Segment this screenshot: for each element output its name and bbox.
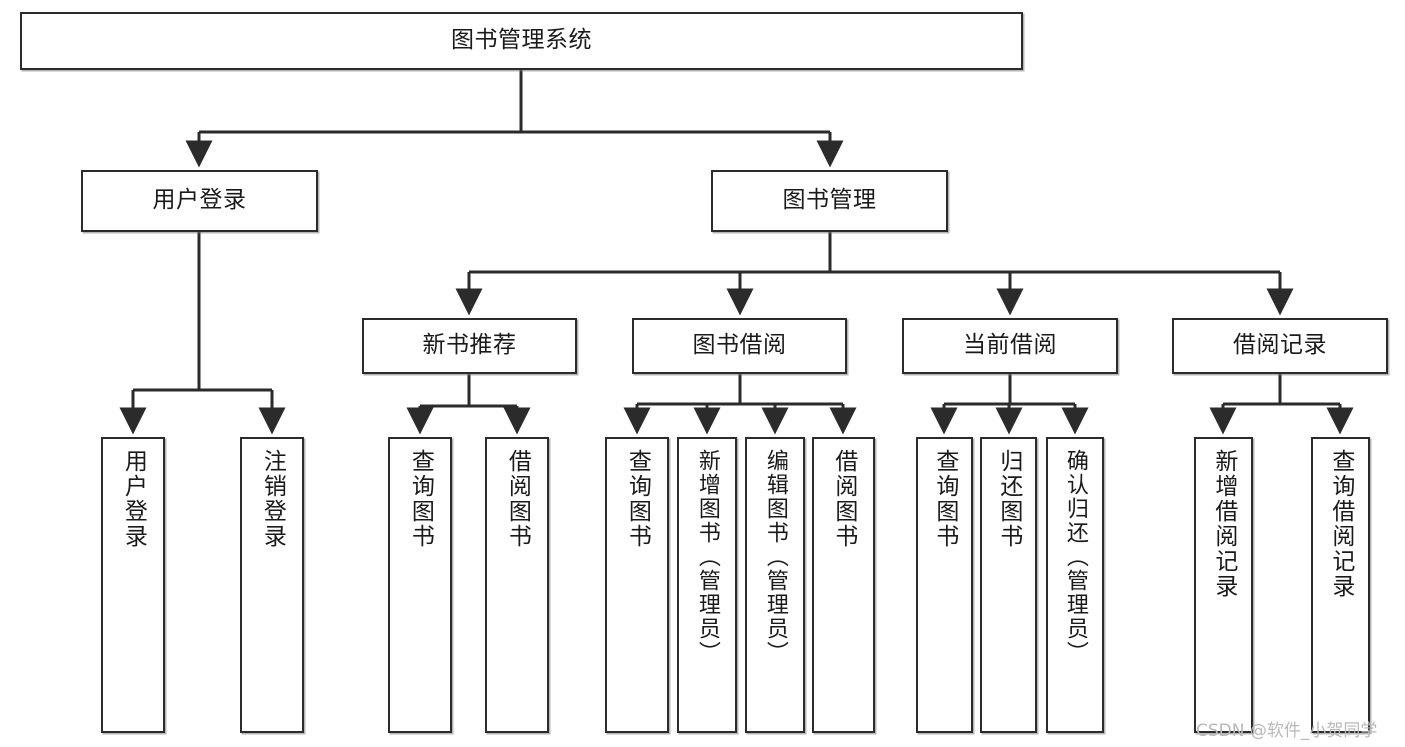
node-leaf-query-book-borrow-label: 查询图书 — [624, 449, 651, 549]
node-leaf-add-borrow-record[interactable]: 新增借阅记录 — [1194, 437, 1253, 733]
node-book-manage-label: 图书管理 — [782, 187, 877, 214]
node-leaf-edit-book-admin-label: 编辑图书（管理员） — [762, 449, 788, 665]
node-new-book-recommend-label: 新书推荐 — [422, 332, 517, 359]
node-leaf-borrow-book[interactable]: 借阅图书 — [812, 437, 875, 733]
node-leaf-add-book-admin-label: 新增图书（管理员） — [694, 449, 720, 665]
node-leaf-confirm-return-admin-label: 确认归还（管理员） — [1062, 449, 1088, 665]
node-leaf-query-book-cur-label: 查询图书 — [931, 449, 958, 549]
node-leaf-return-book-label: 归还图书 — [995, 449, 1022, 549]
node-book-manage[interactable]: 图书管理 — [711, 170, 948, 232]
node-root-label: 图书管理系统 — [451, 27, 592, 54]
node-leaf-query-borrow-record[interactable]: 查询借阅记录 — [1311, 437, 1370, 733]
node-leaf-query-book-borrow[interactable]: 查询图书 — [605, 437, 669, 733]
node-root[interactable]: 图书管理系统 — [20, 12, 1023, 70]
node-borrow-record-label: 借阅记录 — [1233, 332, 1327, 359]
node-leaf-user-login[interactable]: 用户登录 — [101, 437, 165, 733]
node-leaf-borrow-book-label: 借阅图书 — [830, 449, 857, 549]
node-leaf-borrow-book-rec[interactable]: 借阅图书 — [485, 437, 549, 733]
node-current-borrow[interactable]: 当前借阅 — [902, 318, 1118, 374]
node-leaf-logout-login-label: 注销登录 — [259, 449, 286, 549]
node-leaf-return-book[interactable]: 归还图书 — [980, 437, 1037, 733]
node-borrow-record[interactable]: 借阅记录 — [1172, 318, 1388, 374]
node-current-borrow-label: 当前借阅 — [963, 332, 1057, 359]
node-leaf-query-book-rec[interactable]: 查询图书 — [388, 437, 452, 733]
node-leaf-add-borrow-record-label: 新增借阅记录 — [1210, 449, 1237, 599]
node-leaf-logout-login[interactable]: 注销登录 — [240, 437, 304, 733]
node-leaf-confirm-return-admin[interactable]: 确认归还（管理员） — [1046, 437, 1104, 733]
node-leaf-query-book-cur[interactable]: 查询图书 — [916, 437, 973, 733]
node-new-book-recommend[interactable]: 新书推荐 — [362, 318, 577, 374]
node-book-borrow-label: 图书借阅 — [692, 332, 787, 359]
node-leaf-query-book-rec-label: 查询图书 — [407, 449, 434, 549]
node-leaf-borrow-book-rec-label: 借阅图书 — [504, 449, 531, 549]
node-user-login[interactable]: 用户登录 — [81, 170, 318, 232]
node-leaf-add-book-admin[interactable]: 新增图书（管理员） — [677, 437, 737, 733]
node-leaf-user-login-label: 用户登录 — [120, 449, 147, 549]
node-leaf-query-borrow-record-label: 查询借阅记录 — [1327, 449, 1354, 599]
node-book-borrow[interactable]: 图书借阅 — [632, 318, 847, 374]
node-leaf-edit-book-admin[interactable]: 编辑图书（管理员） — [745, 437, 805, 733]
node-user-login-label: 用户登录 — [152, 187, 247, 214]
